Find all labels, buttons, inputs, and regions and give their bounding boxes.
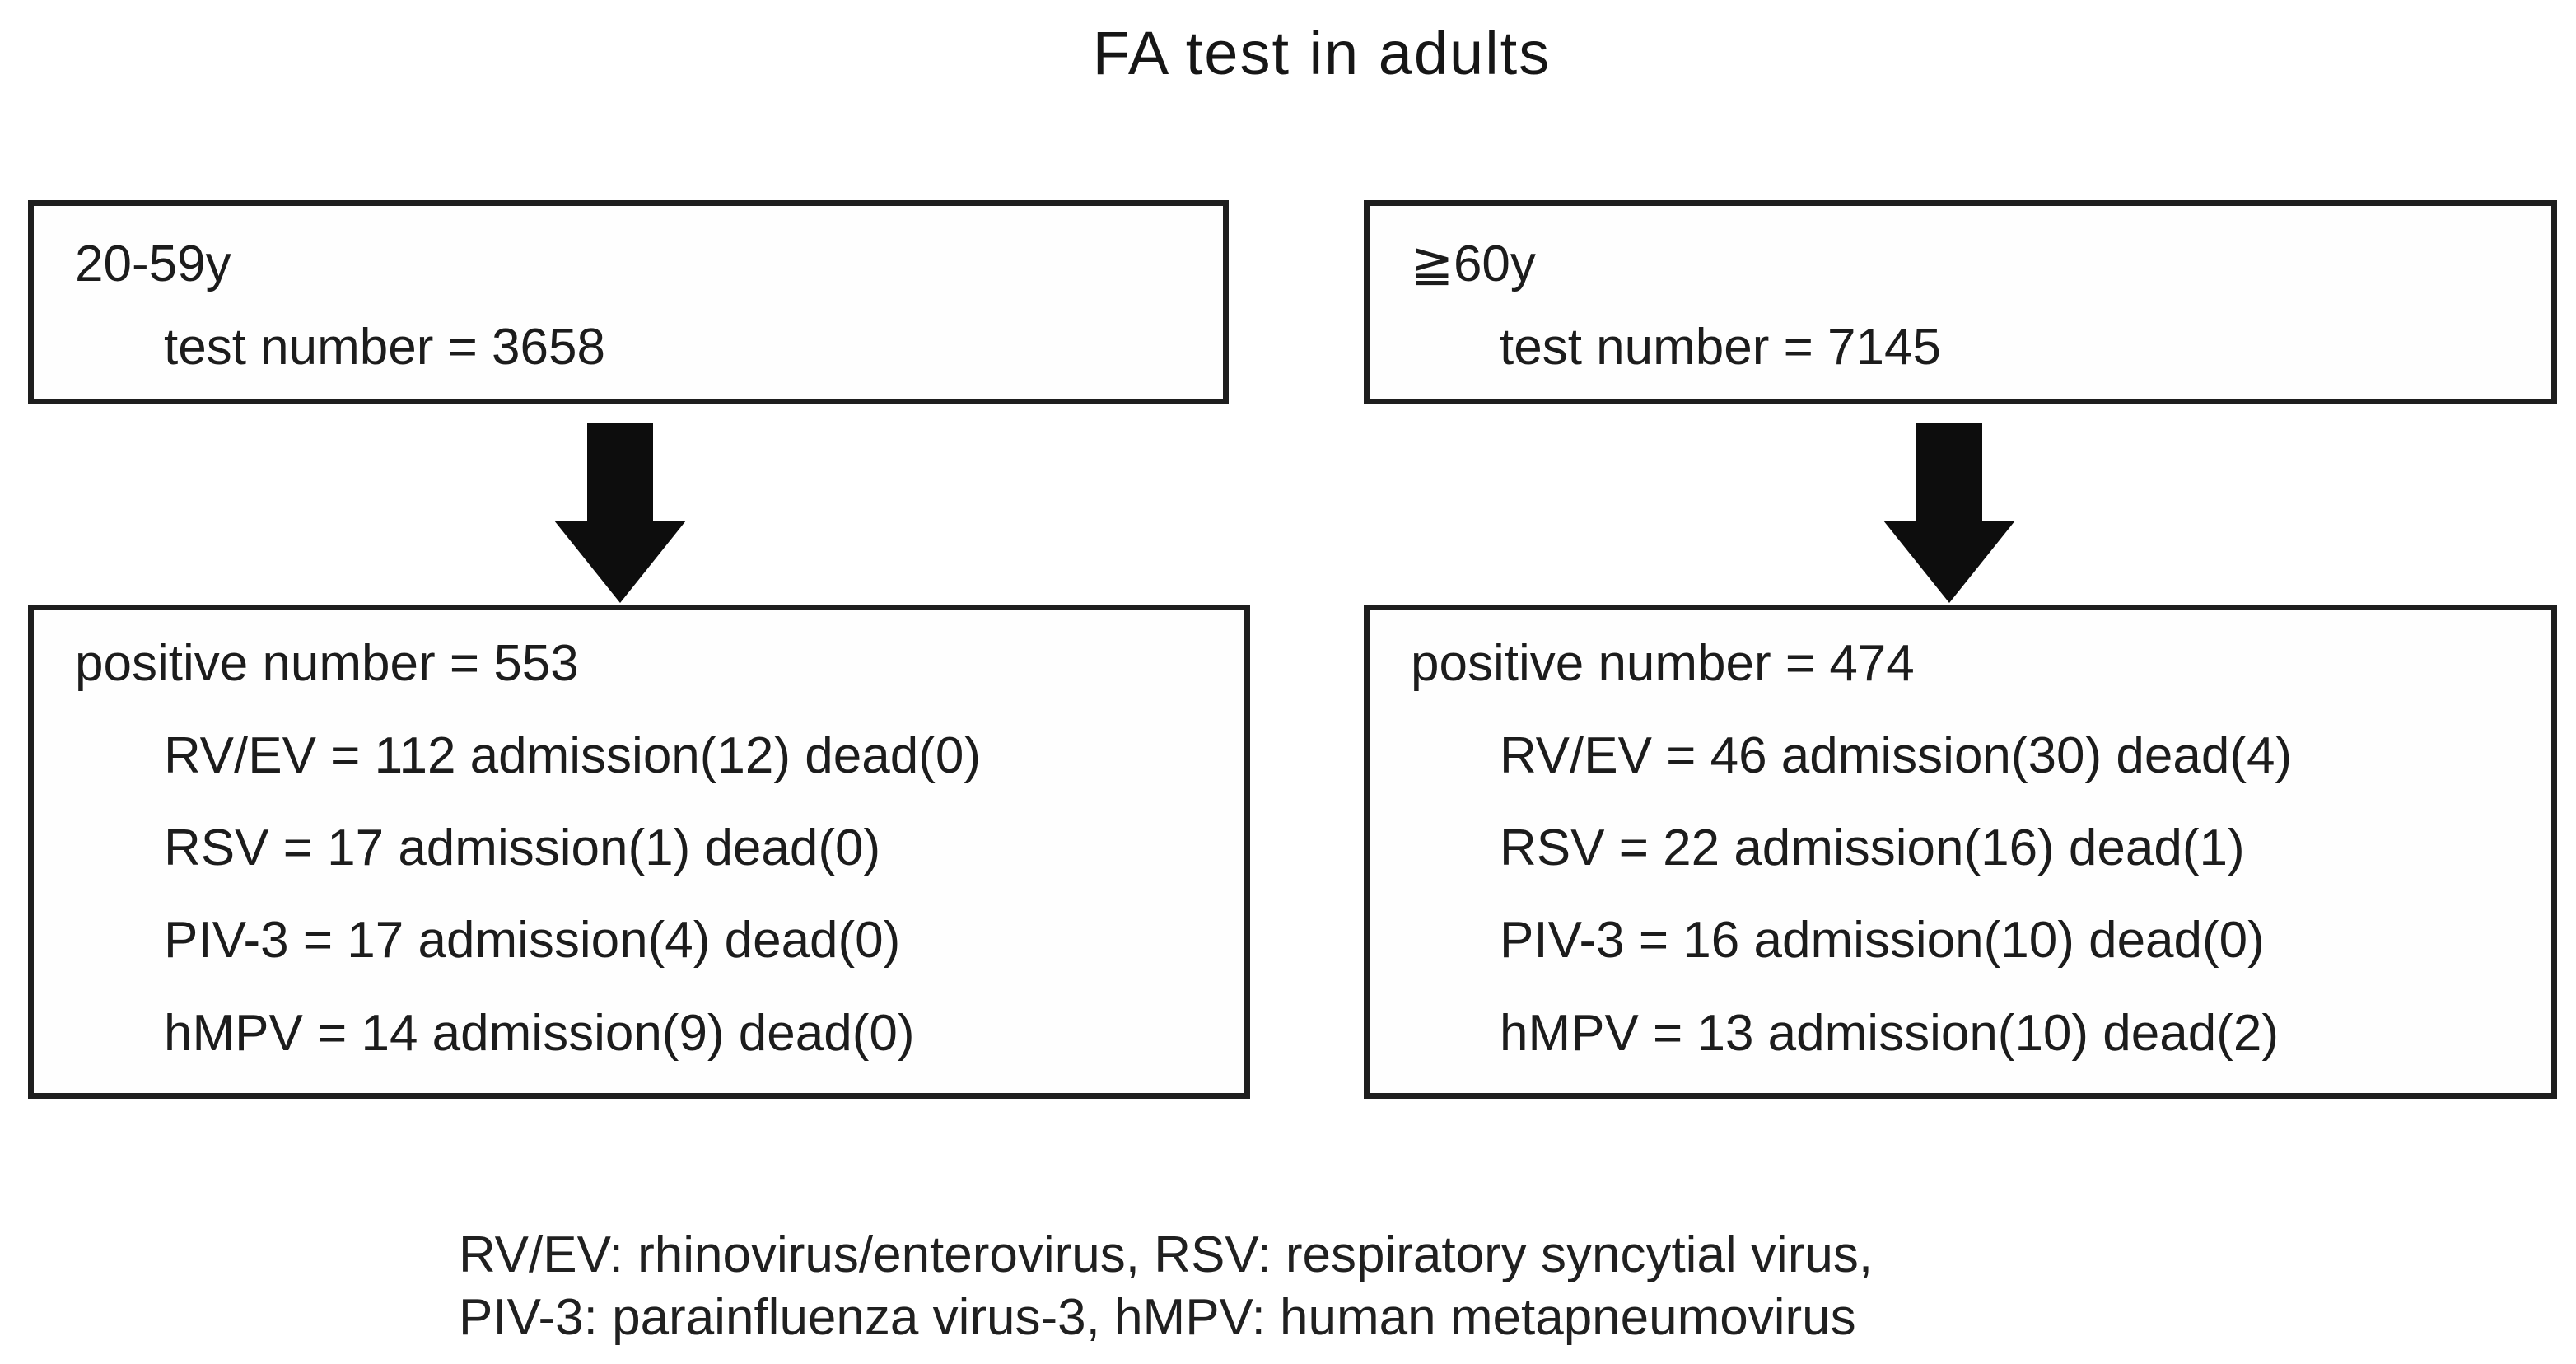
age-group-label: ≧60y — [1411, 236, 1536, 292]
virus-stat-line-piv3: PIV-3 = 16 admission(10) dead(0) — [1500, 912, 2265, 969]
virus-stat-line-rvev: RV/EV = 46 admission(30) dead(4) — [1500, 727, 2293, 785]
virus-stat-line-rvev: RV/EV = 112 admission(12) dead(0) — [164, 727, 981, 785]
result-box-60-plus: positive number = 474 RV/EV = 46 admissi… — [1364, 605, 2557, 1099]
legend-line-1: RV/EV: rhinovirus/enterovirus, RSV: resp… — [459, 1226, 1874, 1283]
down-arrow-icon — [554, 423, 686, 603]
result-box-20-59: positive number = 553 RV/EV = 112 admiss… — [28, 605, 1250, 1099]
test-number-line: test number = 7145 — [1500, 318, 1941, 376]
age-group-label: 20-59y — [75, 236, 231, 292]
figure-title: FA test in adults — [1092, 19, 1552, 87]
virus-stat-line-hmpv: hMPV = 14 admission(9) dead(0) — [164, 1004, 915, 1062]
virus-stat-line-piv3: PIV-3 = 17 admission(4) dead(0) — [164, 912, 901, 969]
age-group-box-20-59: 20-59y test number = 3658 — [28, 200, 1229, 404]
age-group-box-60-plus: ≧60y test number = 7145 — [1364, 200, 2557, 404]
test-number-line: test number = 3658 — [164, 318, 605, 376]
positive-number-line: positive number = 474 — [1411, 635, 1915, 692]
abbreviation-legend: RV/EV: rhinovirus/enterovirus, RSV: resp… — [459, 1224, 1873, 1348]
virus-stat-line-hmpv: hMPV = 13 admission(10) dead(2) — [1500, 1004, 2279, 1062]
positive-number-line: positive number = 553 — [75, 635, 579, 692]
virus-stat-line-rsv: RSV = 22 admission(16) dead(1) — [1500, 820, 2245, 877]
legend-line-2: PIV-3: parainfluenza virus-3, hMPV: huma… — [459, 1288, 1856, 1346]
virus-stat-line-rsv: RSV = 17 admission(1) dead(0) — [164, 820, 881, 877]
down-arrow-icon — [1883, 423, 2015, 603]
